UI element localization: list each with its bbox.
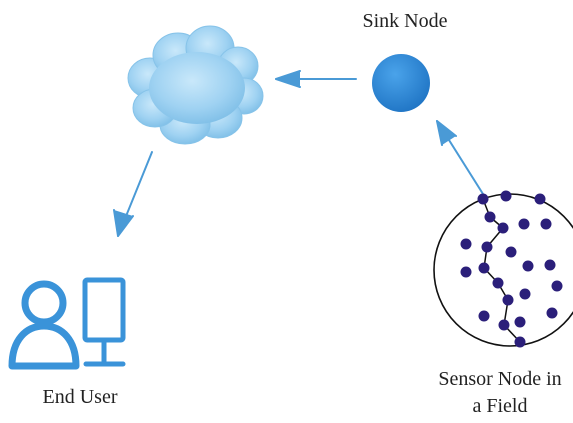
sensor-node bbox=[518, 218, 530, 230]
sensor-node bbox=[492, 277, 504, 289]
user-icon bbox=[8, 280, 80, 370]
sensor-node bbox=[460, 266, 472, 278]
sensor-node bbox=[522, 260, 534, 272]
sensor-node bbox=[534, 193, 546, 205]
sensor-node bbox=[502, 294, 514, 306]
sensor-node bbox=[546, 307, 558, 319]
sink-node-icon bbox=[372, 54, 430, 112]
sensor-node bbox=[540, 218, 552, 230]
sensor-node bbox=[478, 310, 490, 322]
cloud-icon bbox=[127, 25, 264, 145]
sensor-field-label-line1: Sensor Node in bbox=[438, 368, 562, 390]
sensor-node bbox=[551, 280, 563, 292]
sink-node-label: Sink Node bbox=[362, 10, 448, 32]
monitor-icon bbox=[82, 277, 126, 367]
arrow-field-to-sink bbox=[436, 120, 484, 195]
sensor-node bbox=[478, 262, 490, 274]
arrow-cloud-to-user bbox=[113, 151, 153, 237]
sensor-node bbox=[481, 241, 493, 253]
end-user-label: End User bbox=[42, 386, 118, 408]
sensor-node bbox=[497, 222, 509, 234]
sensor-node bbox=[484, 211, 496, 223]
arrow-sink-to-cloud bbox=[275, 70, 357, 88]
sensor-node bbox=[500, 190, 512, 202]
sensor-node bbox=[505, 246, 517, 258]
sensor-node bbox=[460, 238, 472, 250]
sensor-field-icon bbox=[433, 190, 573, 348]
sensor-field-label: Sensor Node in a Field bbox=[430, 366, 570, 420]
sensor-node bbox=[498, 319, 510, 331]
sensor-node bbox=[519, 288, 531, 300]
sensor-node bbox=[514, 316, 526, 328]
sensor-node bbox=[514, 336, 526, 348]
sensor-node bbox=[477, 193, 489, 205]
sensor-field-label-line2: a Field bbox=[472, 395, 528, 417]
sensor-nodes bbox=[460, 190, 563, 348]
sensor-node bbox=[544, 259, 556, 271]
